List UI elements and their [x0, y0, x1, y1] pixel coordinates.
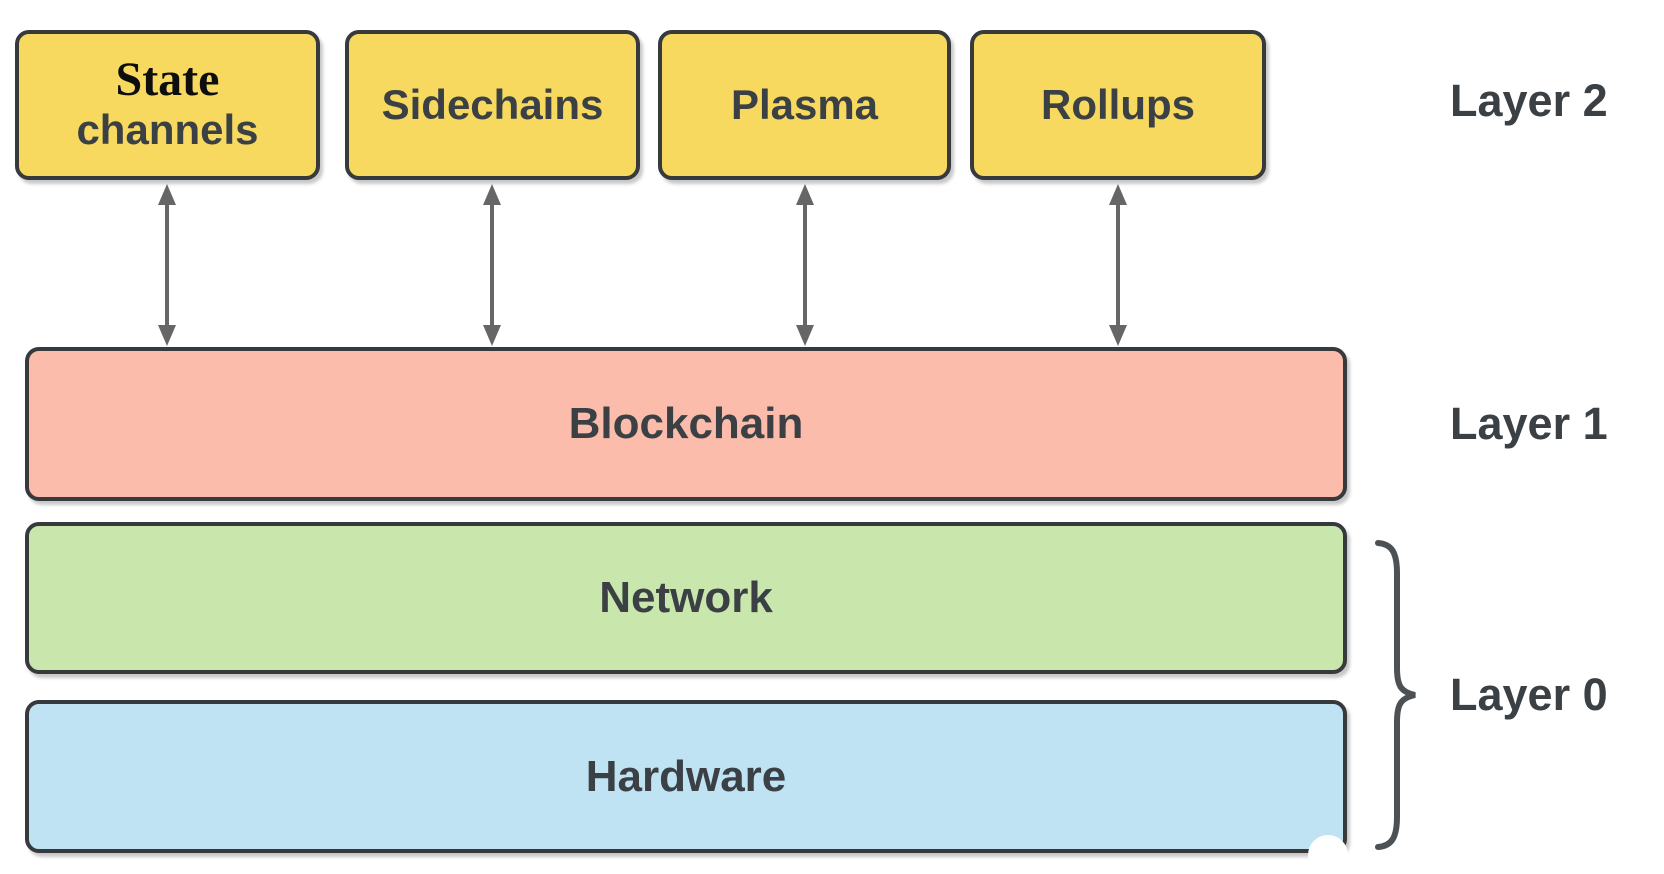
- bidirectional-arrow-state-channels: [157, 184, 177, 346]
- white-notch-artifact: [1308, 835, 1348, 874]
- arrow-shaft: [803, 205, 807, 325]
- arrowhead-down-icon: [158, 325, 176, 346]
- box-blockchain: Blockchain: [25, 347, 1347, 501]
- arrow-shaft: [490, 205, 494, 325]
- box-state-channels: State channels: [15, 30, 320, 180]
- box-hardware: Hardware: [25, 700, 1347, 853]
- box-rollups: Rollups: [970, 30, 1266, 180]
- arrowhead-up-icon: [796, 184, 814, 205]
- layer2-label: Layer 2: [1450, 75, 1608, 126]
- bidirectional-arrow-plasma: [795, 184, 815, 346]
- arrowhead-down-icon: [1109, 325, 1127, 346]
- arrow-shaft: [165, 205, 169, 325]
- state-channels-line2: channels: [76, 106, 259, 153]
- box-sidechains: Sidechains: [345, 30, 640, 180]
- arrowhead-up-icon: [483, 184, 501, 205]
- bidirectional-arrow-sidechains: [482, 184, 502, 346]
- layer0-label: Layer 0: [1450, 669, 1608, 720]
- arrowhead-up-icon: [158, 184, 176, 205]
- layer1-label: Layer 1: [1450, 398, 1608, 449]
- arrowhead-down-icon: [796, 325, 814, 346]
- arrow-shaft: [1116, 205, 1120, 325]
- box-plasma: Plasma: [658, 30, 951, 180]
- curly-brace: [1375, 540, 1416, 850]
- bidirectional-arrow-rollups: [1108, 184, 1128, 346]
- box-state-channels-label: State channels: [76, 55, 258, 155]
- arrowhead-down-icon: [483, 325, 501, 346]
- arrowhead-up-icon: [1109, 184, 1127, 205]
- state-channels-line1: State: [115, 53, 220, 106]
- box-network: Network: [25, 522, 1347, 674]
